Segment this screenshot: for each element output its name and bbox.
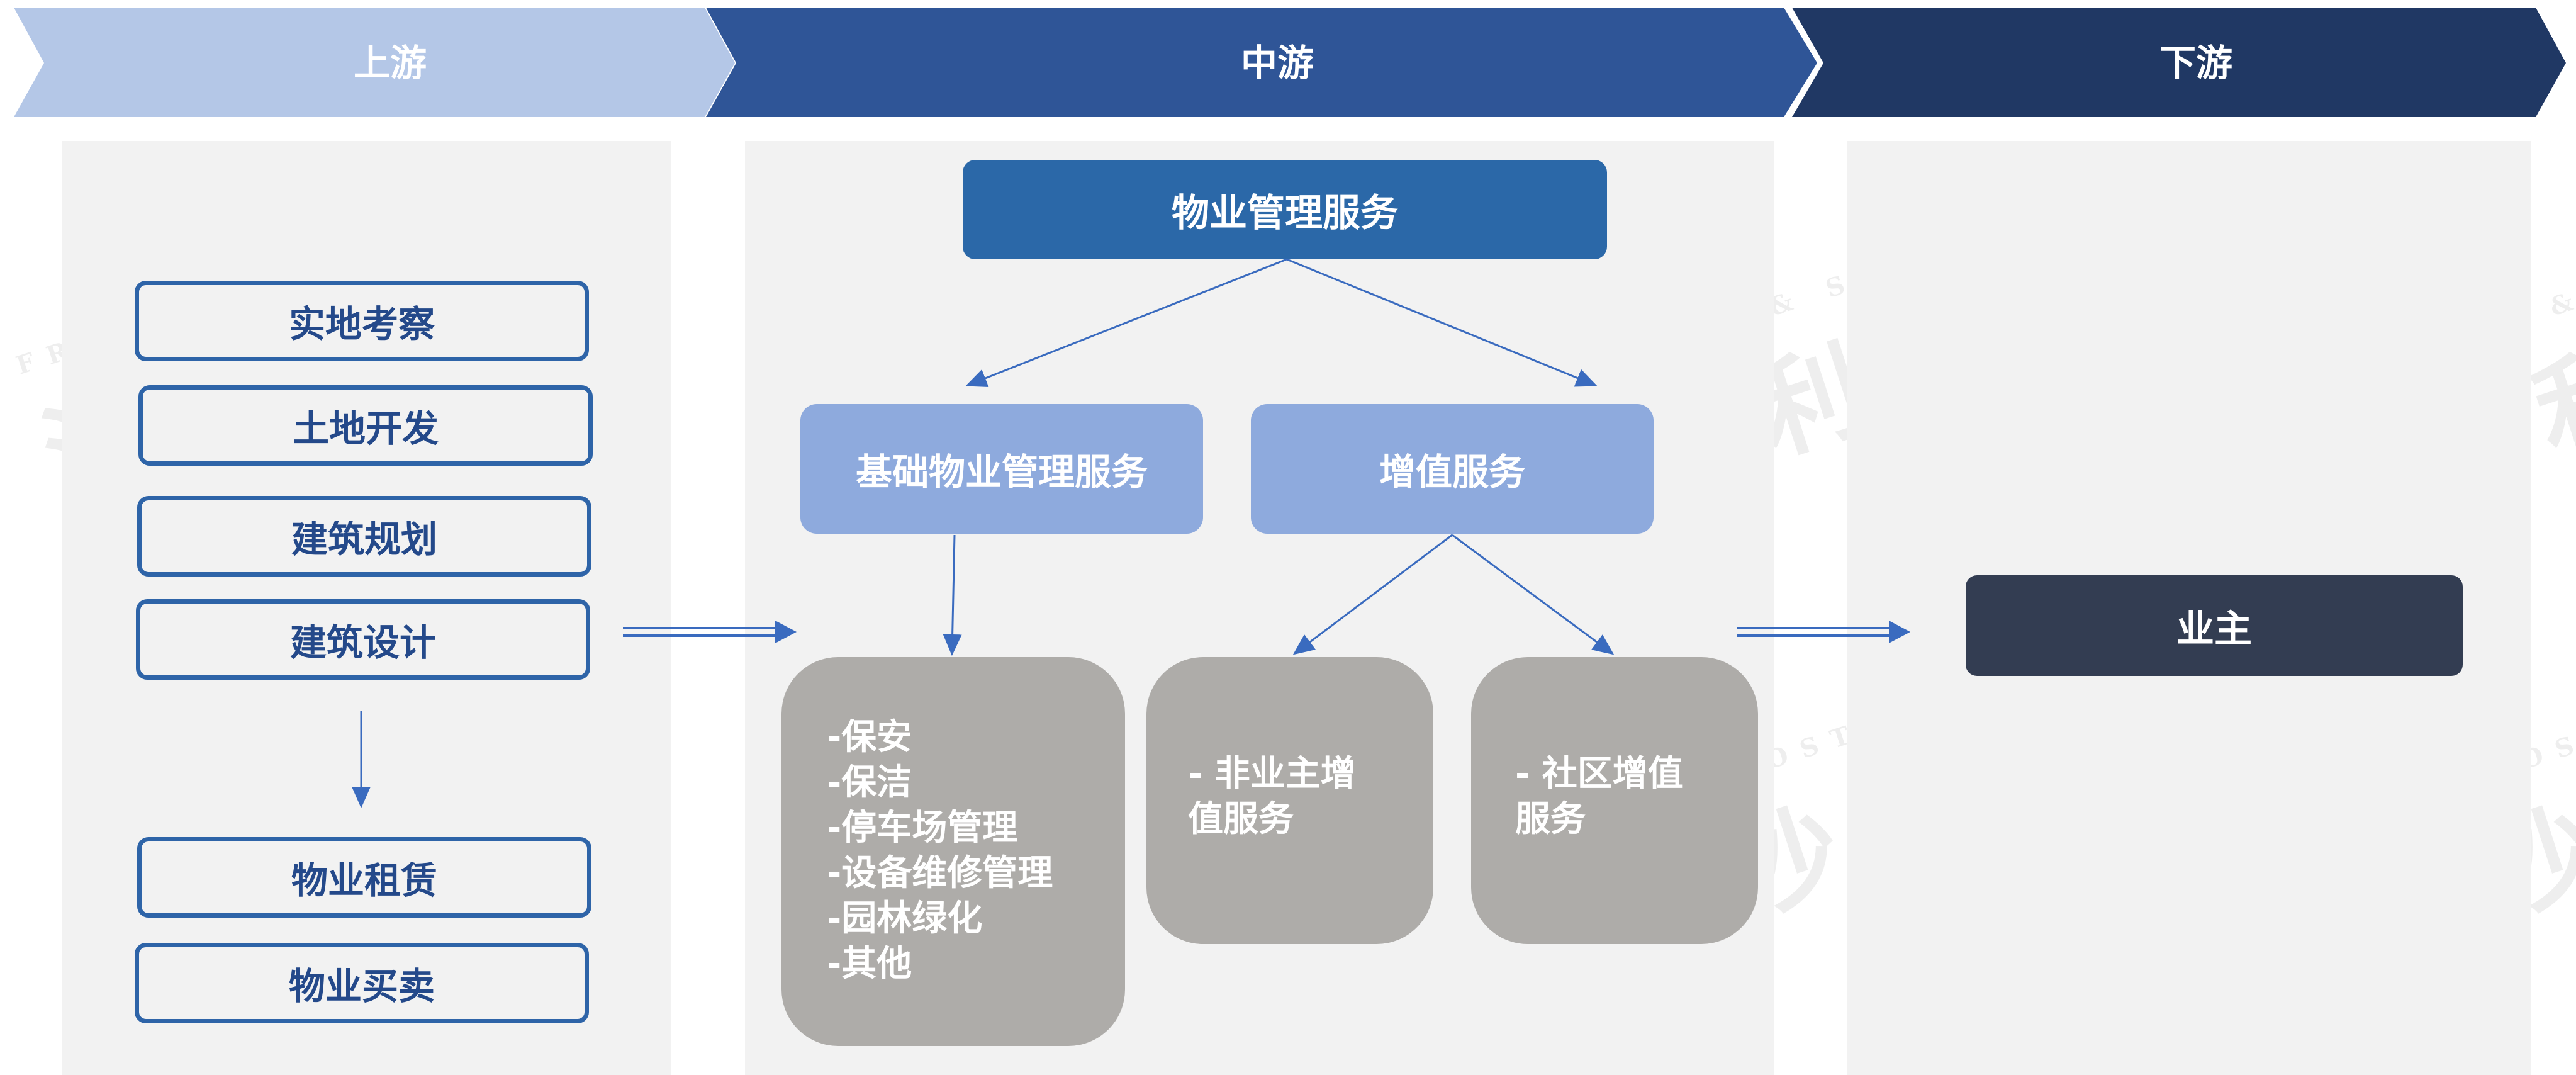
upstream-chevron [14,8,735,117]
basic-property-management-box: 基础物业管理服务 [800,404,1203,534]
upstream-item-architectural-design: 建筑设计 [136,599,590,680]
upstream-item-land-development: 土地开发 [138,385,593,466]
midstream-label: 中游 [1240,42,1314,84]
upstream-item-architectural-planning: 建筑规划 [137,496,591,577]
upstream-item-property-trading: 物业买卖 [135,943,589,1023]
box-text-line: - 非业主增 [1188,753,1356,794]
non-owner-value-added-box: - 非业主增 值服务 [1146,657,1433,944]
community-value-added-lines: - 社区增值 服务 [1515,751,1758,842]
basic-services-list: -保安 -保洁 -停车场管理 -设备维修管理 -园林绿化 -其他 [827,715,1125,987]
basic-services-detail-box: -保安 -保洁 -停车场管理 -设备维修管理 -园林绿化 -其他 [781,657,1125,1046]
value-chain-header [14,8,2566,117]
list-item: -设备维修管理 [827,853,1053,894]
community-value-added-box: - 社区增值 服务 [1471,657,1758,944]
non-owner-value-added-lines: - 非业主增 值服务 [1188,751,1433,842]
value-added-services-box: 增值服务 [1251,404,1654,534]
list-item: -其他 [827,943,912,984]
midstream-chevron [706,8,1817,117]
downstream-chevron [1792,8,2566,117]
owner-box: 业主 [1966,575,2463,676]
list-item: -保安 [827,717,912,758]
downstream-label: 下游 [2159,42,2232,84]
upstream-item-property-leasing: 物业租赁 [137,837,591,918]
upstream-item-site-survey: 实地考察 [135,281,589,361]
box-text-line: 服务 [1515,799,1586,840]
property-management-services-box: 物业管理服务 [963,160,1607,259]
list-item: -停车场管理 [827,808,1018,848]
box-text-line: 值服务 [1188,799,1294,840]
upstream-label: 上游 [353,42,427,84]
list-item: -园林绿化 [827,898,983,939]
list-item: -保洁 [827,762,912,803]
box-text-line: - 社区增值 [1515,753,1683,794]
